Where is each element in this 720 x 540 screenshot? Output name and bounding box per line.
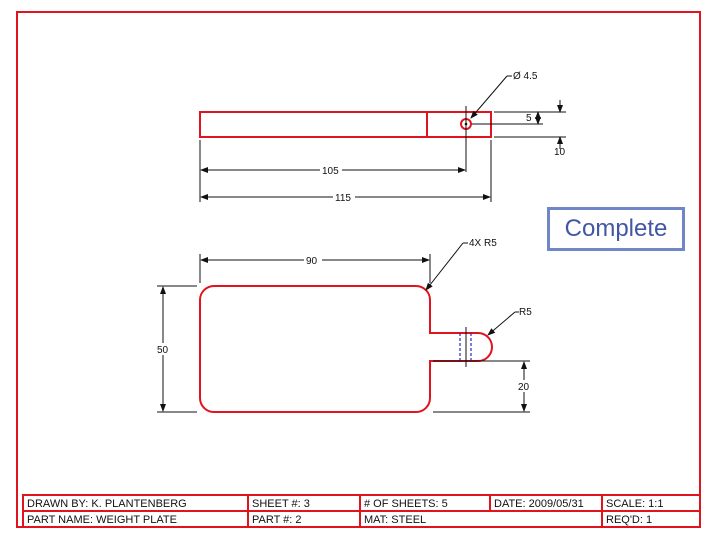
complete-button[interactable]: Complete [547, 207, 685, 251]
top-view-outline [199, 111, 492, 138]
scale-cell: SCALE: 1:1 [606, 498, 663, 510]
overall-length-label: 115 [335, 193, 351, 204]
length-to-hole-label: 105 [322, 166, 339, 177]
sheet-border [16, 11, 701, 528]
required-cell: REQ'D: 1 [606, 514, 652, 526]
material-cell: MAT: STEEL [364, 514, 426, 526]
part-number-cell: PART #: 2 [252, 514, 302, 526]
corner-radius-label: 4X R5 [469, 238, 497, 249]
hole-hidden-lines [459, 327, 472, 367]
handle-width-label: 20 [518, 382, 530, 393]
thickness-label: 10 [554, 147, 566, 158]
handle-radius-label: R5 [519, 307, 532, 318]
hole-offset-label: 5 [526, 113, 532, 124]
plate-outline [199, 285, 493, 413]
diameter-label: Ø 4.5 [513, 71, 538, 82]
part-name-cell: PART NAME: WEIGHT PLATE [27, 514, 177, 526]
date-cell: DATE: 2009/05/31 [494, 498, 584, 510]
body-length-label: 90 [306, 256, 318, 267]
handle-radius-leader [487, 311, 516, 336]
drawn-by-cell: DRAWN BY: K. PLANTENBERG [27, 498, 187, 510]
sheet-cell: SHEET #: 3 [252, 498, 310, 510]
title-block: DRAWN BY: K. PLANTENBERG SHEET #: 3 # OF… [22, 494, 701, 528]
num-sheets-cell: # OF SHEETS: 5 [364, 498, 448, 510]
diameter-leader [470, 75, 508, 119]
top-view [199, 106, 492, 172]
corner-radius-leader [425, 242, 464, 291]
body-width-label: 50 [157, 345, 169, 356]
